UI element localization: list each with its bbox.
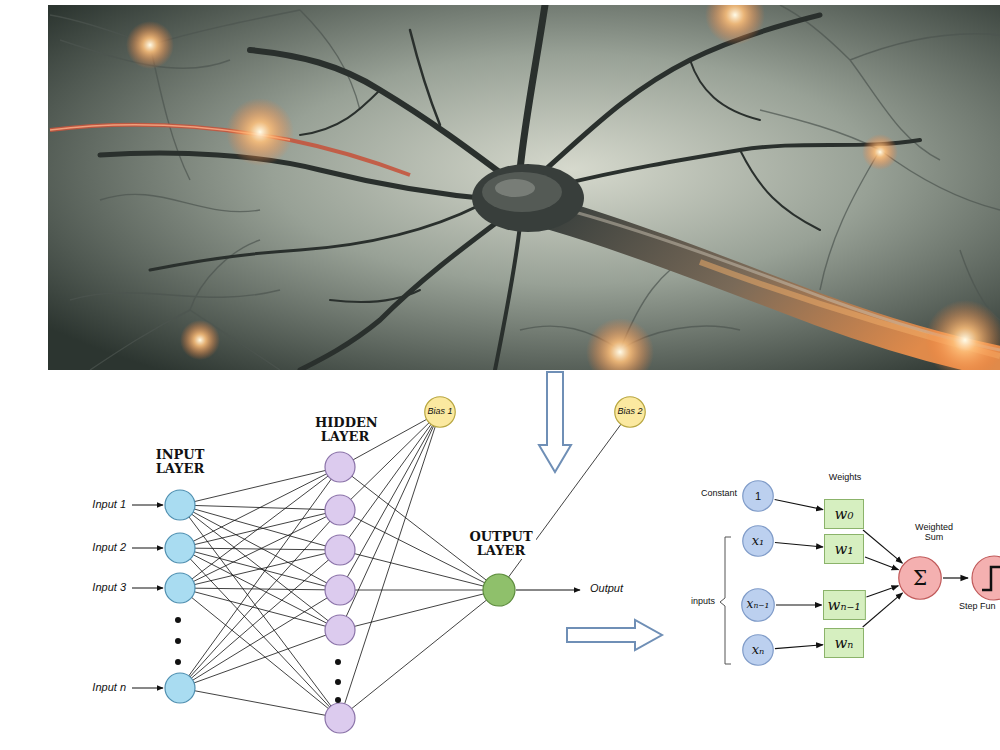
output-neuron [483,574,515,606]
node-text: w₁ [835,541,854,558]
input-label: Input 3 [90,581,128,593]
weight-box: w₁ [824,534,864,564]
node-text: wₙ [835,635,854,652]
weight-connector [863,593,903,627]
node-text: w₀ [835,506,854,523]
inputs-bracket [720,537,731,664]
step-function-circle [972,556,1000,600]
sum-to-step-arrow [943,577,968,578]
inputs-label: inputs [689,597,717,607]
right-arrow [567,620,662,650]
layer-title: OUTPUT LAYER [466,530,536,559]
weight-connector [775,645,823,649]
weight-box: wₙ [824,628,864,658]
neuron-photo [48,5,1000,370]
input-node: xₙ₋₁ [741,588,775,622]
node-text: Bias 2 [617,407,642,417]
input-node: xₙ [742,634,774,666]
io-arrows [132,505,580,688]
node-text: 1 [755,490,761,502]
sum-node: Σ [898,556,942,600]
weight-connector [775,499,823,509]
input-label: Input n [90,681,128,693]
weight-connector [866,586,898,597]
input-label: Input 1 [90,498,128,510]
input-label: Input 2 [90,541,128,553]
node-text: Σ [913,567,927,589]
node-text: xₙ₋₁ [747,598,770,611]
bias-node: Bias 2 [614,396,646,428]
step-function-label: Step Fun [957,602,998,612]
bias-node: Bias 1 [424,396,456,428]
weights-label: Weights [827,473,863,483]
weight-connector [775,543,823,547]
constant-input: 1 [742,480,774,512]
node-text: Bias 1 [427,407,452,417]
ellipsis-dots [175,617,341,703]
hidden-neuron [325,452,355,733]
layer-title: HIDDEN LAYER [313,416,377,445]
layer-title: INPUT LAYER [149,448,211,477]
weight-box: wₙ₋₁ [823,590,866,620]
weight-box: w₀ [824,499,864,529]
output-label: Output [588,582,625,594]
network-links [180,412,630,718]
input-neuron [165,490,195,703]
input-node: x₁ [742,525,774,557]
weight-connector [776,604,822,605]
node-text: wₙ₋₁ [828,597,861,614]
down-arrow [539,372,571,472]
node-text: x₁ [752,534,765,548]
weight-connector [865,557,899,570]
weighted-sum-label: Weighted Sum [911,523,957,543]
constant-label: Constant [699,489,739,499]
node-text: xₙ [752,643,765,657]
step-symbol [982,567,1000,590]
